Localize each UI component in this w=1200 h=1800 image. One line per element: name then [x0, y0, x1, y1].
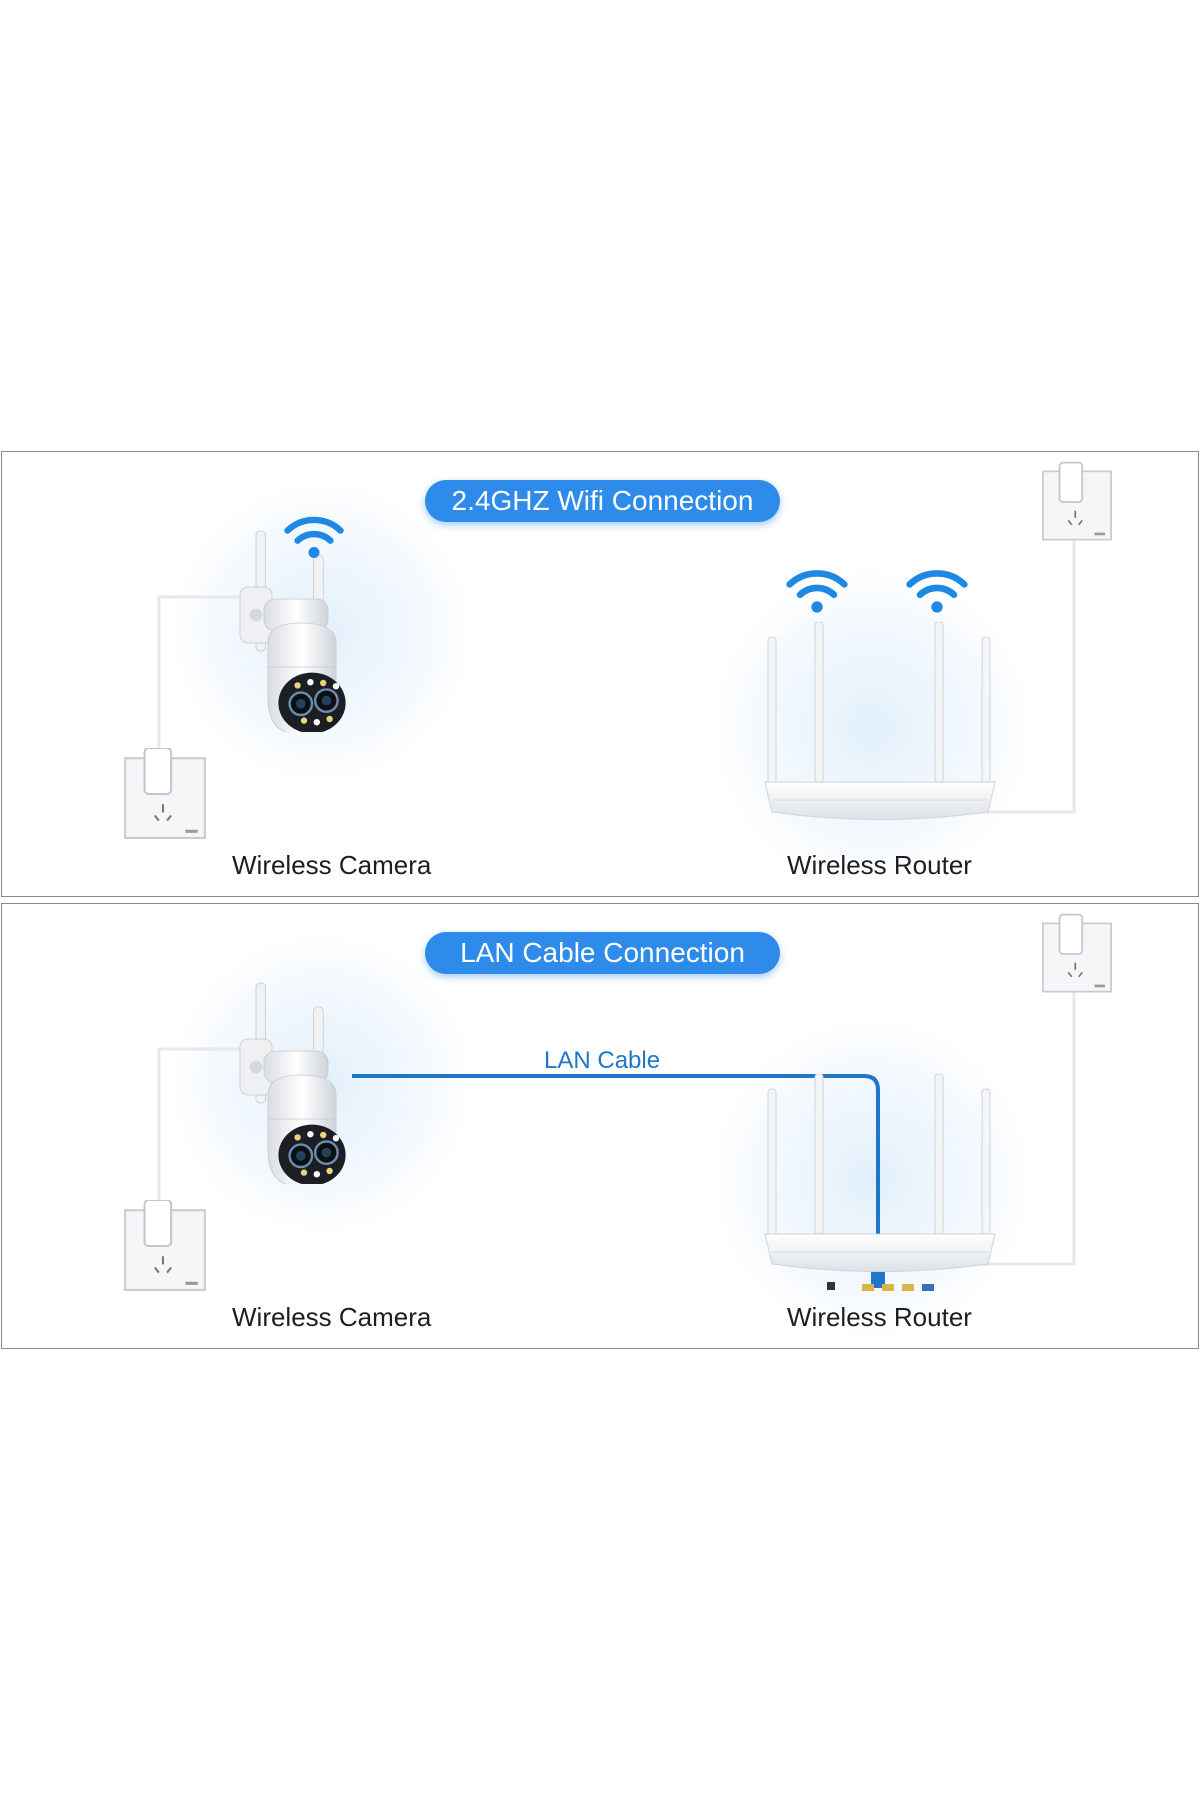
camera-label: Wireless Camera: [232, 1302, 432, 1332]
camera-label: Wireless Camera: [232, 850, 432, 880]
router-glow: [702, 557, 1042, 896]
lan-cable-line: [352, 1074, 880, 1274]
router-glow: [702, 1009, 1042, 1348]
router-port: [827, 1282, 835, 1290]
router-power-cable: [982, 969, 1076, 1266]
wifi-diagram-art: [124, 461, 1112, 896]
router-port: [882, 1284, 894, 1291]
wifi-connection-title: 2.4GHZ Wifi Connection: [425, 480, 780, 522]
power-outlet-icon: [124, 748, 206, 839]
lan-diagram-art: [124, 913, 1112, 1348]
lan-cable-label: LAN Cable: [544, 1047, 661, 1074]
power-outlet-icon: [124, 1200, 206, 1291]
power-outlet-icon: [1042, 461, 1112, 541]
router-label: Wireless Router: [787, 1302, 972, 1332]
lan-connection-panel: LAN Cable Connection LAN Cable Wireless …: [1, 903, 1199, 1349]
camera-power-cable: [157, 1047, 240, 1209]
power-outlet-icon: [1042, 913, 1112, 993]
lan-connection-title: LAN Cable Connection: [425, 932, 780, 974]
router-port: [922, 1284, 934, 1291]
wifi-connection-panel: 2.4GHZ Wifi Connection Wireless Camera W…: [1, 451, 1199, 897]
router-label: Wireless Router: [787, 850, 972, 880]
router-port: [862, 1284, 874, 1291]
router-power-cable: [982, 517, 1076, 814]
camera-power-cable: [157, 595, 240, 757]
router-port: [902, 1284, 914, 1291]
